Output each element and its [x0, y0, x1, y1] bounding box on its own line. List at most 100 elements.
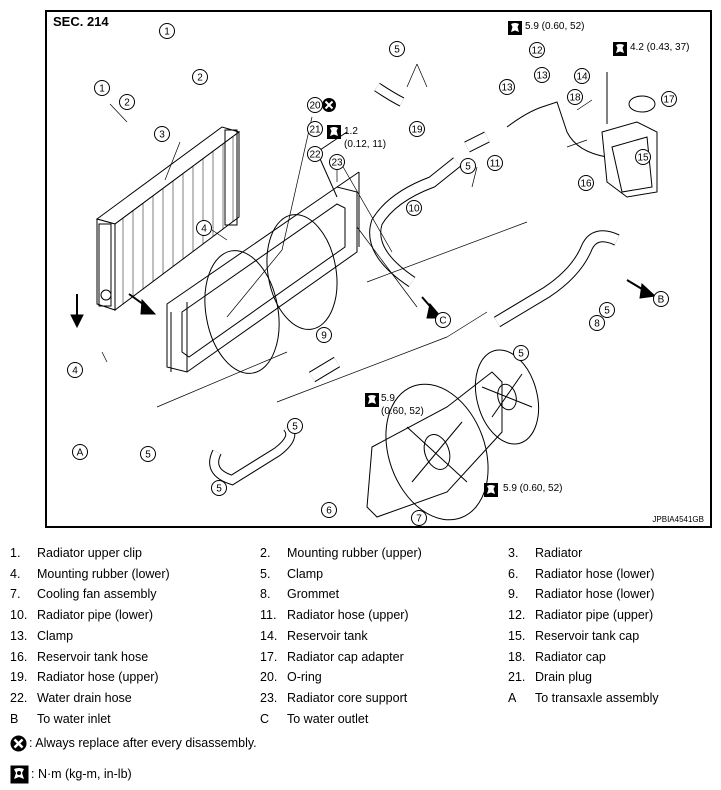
svg-text:4: 4	[201, 224, 207, 235]
callout-5: 5	[389, 41, 405, 57]
callout-8: 8	[589, 315, 605, 331]
callout-5: 5	[599, 302, 615, 318]
legend-item-number: 22.	[10, 690, 28, 705]
torque-label-pipe-2: (0.60, 52)	[381, 406, 424, 417]
legend-item-number: 1.	[10, 546, 21, 560]
callout-5: 5	[513, 345, 529, 361]
svg-text:7: 7	[416, 514, 422, 525]
legend-item-number: 8.	[260, 587, 271, 602]
callout-B: B	[653, 291, 669, 307]
svg-text:9: 9	[321, 331, 327, 342]
core-support-drawing	[166, 131, 360, 374]
callout-22: 22	[307, 146, 323, 162]
svg-text:6: 6	[326, 506, 332, 517]
svg-text:1: 1	[164, 27, 170, 38]
svg-text:17: 17	[663, 95, 675, 106]
torque-label-fan: 5.9 (0.60, 52)	[503, 483, 563, 494]
callout-21: 21	[307, 121, 323, 137]
svg-text:15: 15	[637, 153, 649, 164]
callout-20: 20	[307, 97, 323, 113]
reservoir-hose-drawing	[506, 101, 613, 173]
legend-item-number: 17.	[260, 649, 278, 664]
callout-5: 5	[211, 480, 227, 496]
svg-text:19: 19	[411, 125, 423, 136]
legend-item-number: 5.	[260, 566, 271, 581]
svg-text:5: 5	[518, 349, 524, 360]
svg-text:1: 1	[99, 84, 105, 95]
figure-code: JPBIA4541GB	[652, 515, 704, 524]
callout-2: 2	[192, 69, 208, 85]
svg-text:8: 8	[594, 319, 600, 330]
svg-text:21: 21	[309, 125, 321, 136]
callout-16: 16	[578, 175, 594, 191]
legend-item-label: Clamp	[287, 566, 324, 581]
svg-text:5: 5	[216, 484, 222, 495]
diagram-drawing: 1212344555555567891011121313141516171819…	[67, 21, 677, 526]
legend-item-label: Radiator hose (lower)	[535, 566, 655, 581]
legend-item-number: 21.	[508, 670, 526, 685]
legend-item-label: Radiator hose (upper)	[37, 670, 159, 685]
callout-11: 11	[487, 155, 503, 171]
exploded-diagram: SEC. 214	[45, 10, 712, 528]
radiator-drawing	[95, 126, 241, 311]
legend-item-number: 15.	[508, 628, 526, 643]
legend-item-number: 3.	[508, 546, 519, 560]
symbol-layer	[322, 21, 627, 497]
legend-item-label: Radiator pipe (lower)	[37, 608, 154, 623]
callout-3: 3	[154, 126, 170, 142]
torque-label-top: 5.9 (0.60, 52)	[525, 21, 585, 32]
legend-item-label: Reservoir tank hose	[37, 649, 149, 664]
torque-label-pipe-1: 5.9	[381, 393, 395, 404]
legend-item-number: 4.	[10, 566, 21, 581]
svg-text:5: 5	[465, 162, 471, 173]
svg-text:20: 20	[309, 101, 321, 112]
legend-item-number: 18.	[508, 649, 526, 664]
replace-note-line: : Always replace after every disassembly…	[10, 733, 257, 753]
callout-1: 1	[159, 23, 175, 39]
callout-5: 5	[140, 446, 156, 462]
callout-1: 1	[94, 80, 110, 96]
legend-item-label: Radiator pipe (upper)	[535, 608, 654, 623]
legend-item-number: 11.	[260, 608, 277, 623]
svg-text:13: 13	[536, 71, 548, 82]
legend-item-label: Clamp	[37, 628, 74, 643]
legend-item-label: To water outlet	[287, 711, 369, 726]
legend-item-label: Radiator cap	[535, 649, 606, 664]
torque-label-left-2: (0.12, 11)	[344, 139, 387, 150]
reservoir-tank-drawing	[601, 72, 658, 198]
legend-item-label: To transaxle assembly	[535, 690, 659, 705]
legend-item-label: To water inlet	[37, 711, 111, 726]
replace-note-text: : Always replace after every disassembly…	[29, 736, 257, 750]
callout-12: 12	[529, 42, 545, 58]
legend-item-label: Grommet	[287, 587, 340, 602]
torque-unit-line: : N·m (kg-m, in-lb)	[10, 764, 132, 784]
svg-text:11: 11	[490, 159, 501, 170]
svg-text:5: 5	[145, 450, 151, 461]
legend-item-number: 19.	[10, 670, 28, 685]
callout-A: A	[72, 444, 88, 460]
callout-9: 9	[316, 327, 332, 343]
legend-item-number: 14.	[260, 628, 278, 643]
legend-item-label: Water drain hose	[37, 690, 132, 705]
svg-text:16: 16	[580, 179, 592, 190]
legend-item-number: 10.	[10, 608, 28, 623]
legend-item-number: 2.	[260, 546, 271, 560]
callout-18: 18	[567, 89, 583, 105]
always-replace-icon	[322, 98, 336, 112]
svg-text:5: 5	[394, 45, 400, 56]
svg-text:18: 18	[569, 93, 581, 104]
legend-item-label: Mounting rubber (upper)	[287, 546, 422, 560]
legend-item-label: Mounting rubber (lower)	[37, 566, 170, 581]
section-title: SEC. 214	[53, 14, 109, 29]
callout-C: C	[435, 312, 451, 328]
legend-item-number: 6.	[508, 566, 519, 581]
torque-label-left-1: 1.2	[344, 126, 358, 137]
callout-23: 23	[329, 154, 345, 170]
torque-label-right: 4.2 (0.43, 37)	[630, 42, 690, 53]
callout-7: 7	[411, 510, 427, 526]
legend-item-label: Reservoir tank	[287, 628, 368, 643]
legend-item-number: 9.	[508, 587, 519, 602]
svg-text:23: 23	[331, 158, 343, 169]
svg-text:2: 2	[124, 98, 130, 109]
